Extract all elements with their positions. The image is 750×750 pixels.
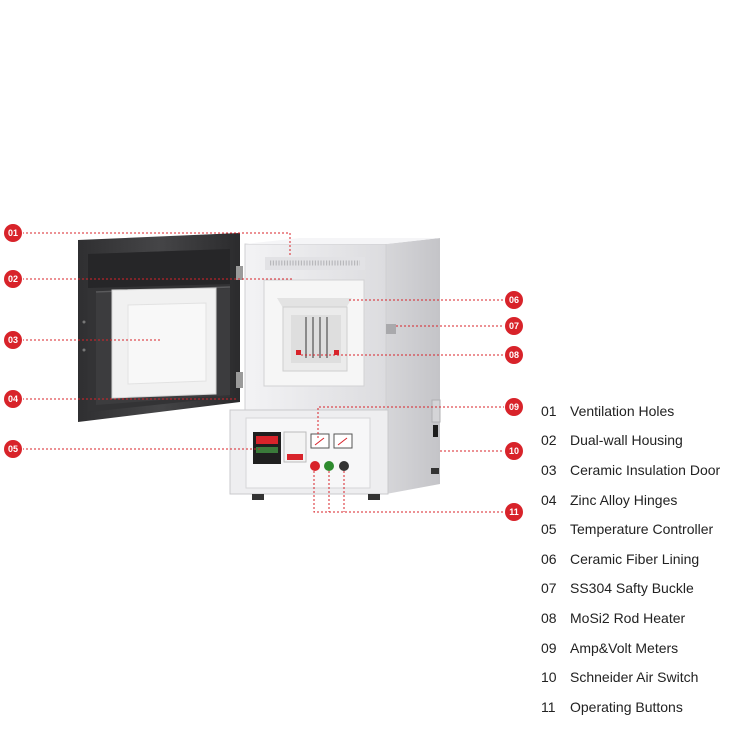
legend-label: SS304 Safty Buckle [570, 580, 694, 597]
legend-number: 04 [541, 491, 557, 508]
legend-item: 04 Zinc Alloy Hinges [541, 485, 720, 515]
legend-item: 10 Schneider Air Switch [541, 662, 720, 692]
callout-badge-03: 03 [4, 331, 22, 349]
legend-number: 07 [541, 580, 557, 597]
legend-label: Temperature Controller [570, 521, 714, 538]
legend-item: 11 Operating Buttons [541, 692, 720, 722]
legend-item: 07 SS304 Safty Buckle [541, 574, 720, 604]
callout-badge-05: 05 [4, 440, 22, 458]
leader-lines [22, 232, 506, 513]
legend-number: 09 [541, 639, 557, 656]
legend-item: 08 MoSi2 Rod Heater [541, 603, 720, 633]
callout-badge-09: 09 [505, 398, 523, 416]
callout-badge-02: 02 [4, 270, 22, 288]
legend-item: 09 Amp&Volt Meters [541, 633, 720, 663]
legend-label: Ventilation Holes [570, 402, 675, 419]
legend-number: 01 [541, 402, 557, 419]
legend-label: Dual-wall Housing [570, 432, 683, 449]
legend-number: 08 [541, 609, 557, 626]
legend-item: 01 Ventilation Holes [541, 396, 720, 426]
legend-number: 03 [541, 461, 557, 478]
mosi2-rod-heater [291, 315, 341, 363]
legend-label: Zinc Alloy Hinges [570, 491, 678, 508]
ceramic-insulation-door [111, 287, 217, 399]
legend-item: 05 Temperature Controller [541, 514, 720, 544]
callout-badge-01: 01 [4, 224, 22, 242]
amp-volt-meters [310, 433, 353, 449]
legend-number: 06 [541, 550, 557, 567]
legend-label: Schneider Air Switch [570, 669, 699, 686]
legend-label: Amp&Volt Meters [570, 639, 679, 656]
legend-label: Operating Buttons [570, 698, 683, 715]
legend-number: 02 [541, 432, 557, 449]
callout-badge-06: 06 [505, 291, 523, 309]
legend-label: Ceramic Fiber Lining [570, 550, 700, 567]
legend-item: 03 Ceramic Insulation Door [541, 455, 720, 485]
legend-item: 02 Dual-wall Housing [541, 426, 720, 456]
furnace-feet [252, 468, 439, 500]
operating-buttons [310, 461, 349, 471]
legend-number: 11 [541, 698, 556, 715]
temperature-controller [253, 431, 307, 464]
callout-badge-10: 10 [505, 442, 523, 460]
legend-number: 10 [541, 669, 557, 686]
zinc-alloy-hinges [236, 266, 243, 388]
callout-badge-04: 04 [4, 390, 22, 408]
callout-badge-07: 07 [505, 317, 523, 335]
legend-label: Ceramic Insulation Door [570, 461, 721, 478]
callout-badge-08: 08 [505, 346, 523, 364]
legend-number: 05 [541, 521, 557, 538]
legend-item: 06 Ceramic Fiber Lining [541, 544, 720, 574]
callout-badge-11: 11 [505, 503, 523, 521]
legend-label: MoSi2 Rod Heater [570, 609, 686, 626]
